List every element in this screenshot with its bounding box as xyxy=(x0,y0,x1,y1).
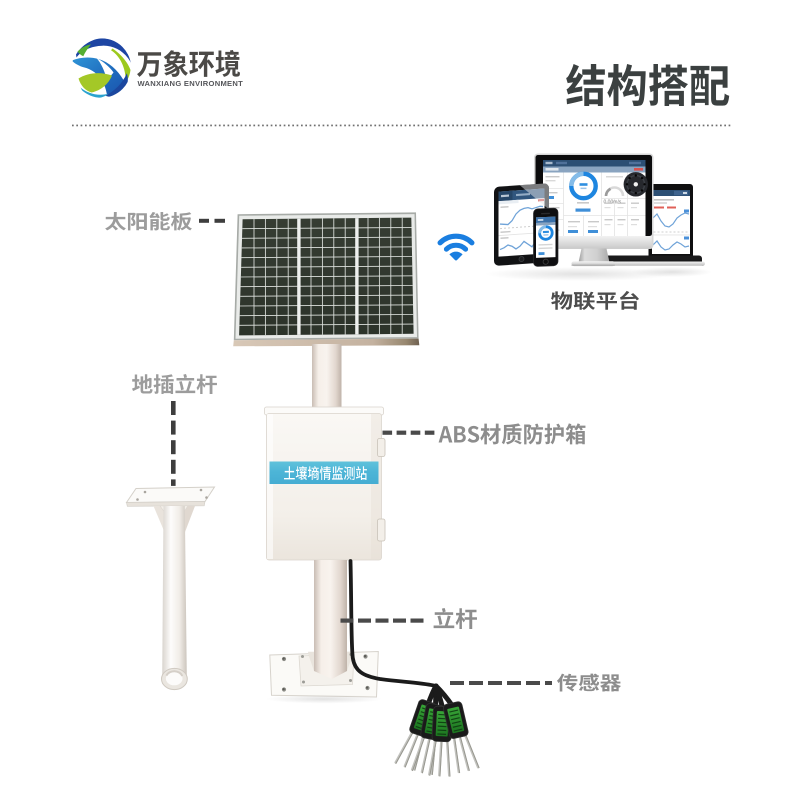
svg-text:0.00m/s: 0.00m/s xyxy=(604,200,622,206)
svg-text:WANXIANG ENVIRONMENT: WANXIANG ENVIRONMENT xyxy=(138,79,244,88)
